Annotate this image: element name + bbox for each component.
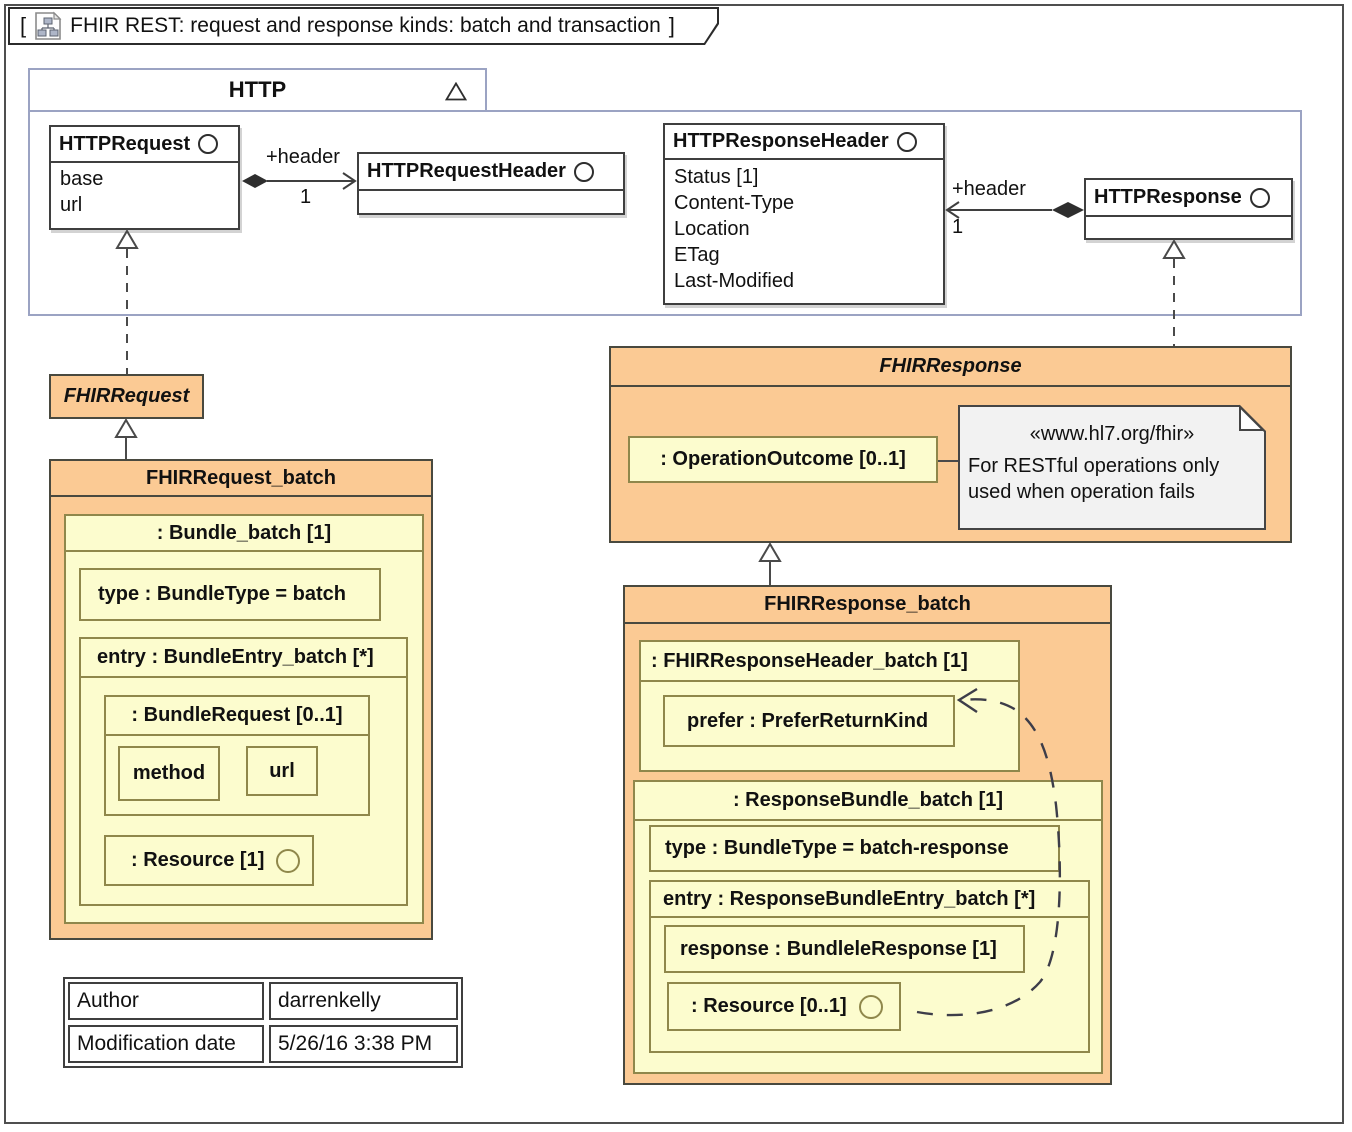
attribute: Location <box>674 218 750 240</box>
prop-label: type : BundleType = batch <box>98 583 346 605</box>
attribute: url <box>60 194 83 216</box>
info-table-label-author: Author <box>68 982 264 1020</box>
part-bundleentry-batch-name: entry : BundleEntry_batch [*] <box>97 646 374 668</box>
part-fhirresponseheader-batch-name: : FHIRResponseHeader_batch [1] <box>651 649 968 672</box>
class-httprequestheader-name: HTTPRequestHeader <box>367 160 566 182</box>
prop-url[interactable]: url <box>246 746 318 796</box>
class-fhirrequest-name: FHIRRequest <box>63 385 190 407</box>
class-fhirresponse-batch-name: FHIRResponse_batch <box>764 593 971 615</box>
part-bundlerequest-name: : BundleRequest [0..1] <box>131 704 343 726</box>
prop-label: prefer : PreferReturnKind <box>687 709 929 732</box>
interface-ball-icon <box>858 994 883 1019</box>
prop-prefer[interactable]: prefer : PreferReturnKind <box>663 695 955 747</box>
note-text-line2: used when operation fails <box>968 481 1195 503</box>
interface-ball-icon <box>276 848 301 873</box>
prop-label: method <box>132 762 206 784</box>
prop-type-bundletype-batch-response[interactable]: type : BundleType = batch-response <box>649 825 1060 872</box>
attribute: base <box>60 168 104 190</box>
diagram-title: FHIR REST: request and response kinds: b… <box>70 14 661 37</box>
prop-label: : Resource [0..1] <box>691 995 847 1017</box>
class-httpresponseheader[interactable]: HTTPResponseHeader Status [1] Content-Ty… <box>663 123 945 305</box>
interface-ball-icon <box>573 161 594 182</box>
prop-label: : Resource [1] <box>131 849 265 871</box>
assoc-multiplicity-label: 1 <box>952 216 964 238</box>
title-open-bracket: [ <box>20 13 27 38</box>
title-close-bracket: ] <box>668 13 675 38</box>
class-httprequest-name: HTTPRequest <box>59 132 191 155</box>
part-responsebundle-batch-name: : ResponseBundle_batch [1] <box>732 789 1004 811</box>
assoc-role-label: +header <box>266 146 340 168</box>
class-httpresponse[interactable]: HTTPResponse <box>1084 178 1293 240</box>
part-bundle-batch-name: : Bundle_batch [1] <box>156 521 332 544</box>
part-resource-1[interactable]: : Resource [1] <box>104 835 314 886</box>
note-text-line1: For RESTful operations only <box>968 455 1220 477</box>
prop-label: : OperationOutcome [0..1] <box>660 448 906 470</box>
info-table-value-author: darrenkelly <box>269 982 458 1020</box>
class-fhirrequest-batch-name: FHIRRequest_batch <box>145 466 337 489</box>
info-table-value-modification-date: 5/26/16 3:38 PM <box>269 1025 458 1063</box>
interface-ball-icon <box>896 131 917 152</box>
attribute: ETag <box>674 244 720 266</box>
info-table-label-modification-date: Modification date <box>68 1025 264 1063</box>
class-fhirresponse-name: FHIRResponse <box>879 355 1022 377</box>
diagram-title-tab[interactable]: [ FHIR REST: request and response kinds:… <box>8 7 719 45</box>
attribute: Status [1] <box>674 166 759 188</box>
attribute: Content-Type <box>674 192 795 214</box>
interface-ball-icon <box>1249 187 1270 208</box>
interface-ball-icon <box>198 134 219 154</box>
class-fhirrequest[interactable]: FHIRRequest <box>49 374 204 419</box>
part-operationoutcome[interactable]: : OperationOutcome [0..1] <box>628 436 938 483</box>
assoc-role-label: +header <box>952 178 1026 200</box>
prop-type-bundletype-batch[interactable]: type : BundleType = batch <box>79 568 381 621</box>
attribute: Last-Modified <box>674 270 795 292</box>
assoc-multiplicity-label: 1 <box>300 186 312 208</box>
diagram-frame <box>4 4 1344 1124</box>
prop-method[interactable]: method <box>118 746 220 801</box>
note[interactable]: «www.hl7.org/fhir» For RESTful operation… <box>958 405 1266 530</box>
http-package-tab[interactable]: HTTP <box>28 68 487 112</box>
class-httpresponse-name: HTTPResponse <box>1094 186 1242 208</box>
package-merge-triangle-icon <box>445 82 467 101</box>
class-httpresponseheader-name: HTTPResponseHeader <box>673 130 889 152</box>
note-stereotype: «www.hl7.org/fhir» <box>1029 423 1195 445</box>
class-httprequestheader[interactable]: HTTPRequestHeader <box>357 152 625 215</box>
prop-label: response : BundleleResponse [1] <box>680 937 997 960</box>
part-responsebundleentry-batch-name: entry : ResponseBundleEntry_batch [*] <box>663 887 1036 910</box>
prop-label: url <box>269 759 295 782</box>
prop-response-bundleresponse[interactable]: response : BundleleResponse [1] <box>664 925 1025 973</box>
part-resource-0-1[interactable]: : Resource [0..1] <box>667 982 901 1031</box>
http-package-name: HTTP <box>228 77 287 102</box>
prop-label: type : BundleType = batch-response <box>665 837 1009 859</box>
diagram-kind-icon <box>34 11 62 41</box>
class-httprequest[interactable]: HTTPRequest base url <box>49 125 240 230</box>
